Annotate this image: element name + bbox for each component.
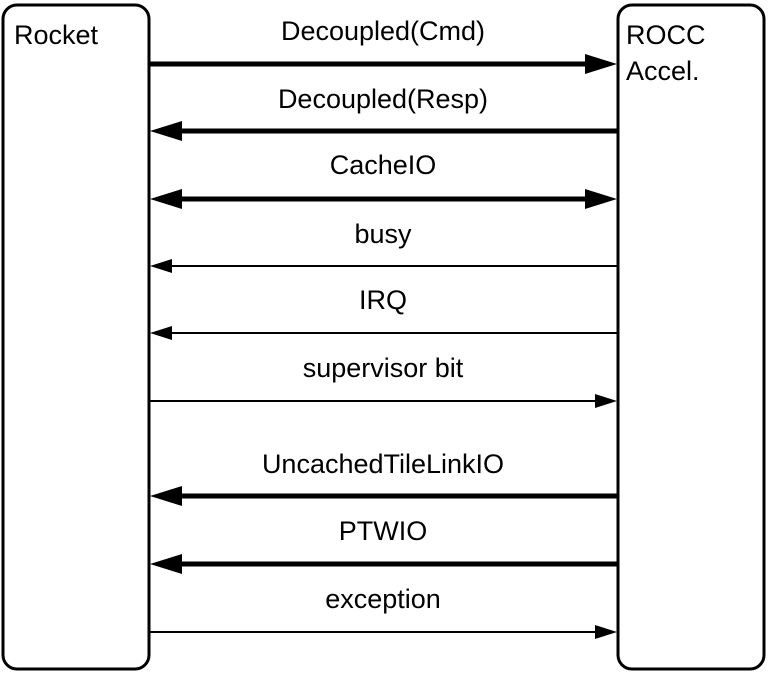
signal-label-ptwio: PTWIO xyxy=(338,516,428,546)
arrow-exception xyxy=(150,625,617,639)
signal-label-decoupled-resp: Decoupled(Resp) xyxy=(277,84,489,114)
signal-label-busy: busy xyxy=(354,219,412,249)
signal-label-supervisor-bit: supervisor bit xyxy=(302,353,464,383)
signal-label-uncachedtilelinkio: UncachedTileLinkIO xyxy=(261,449,505,479)
signal-label-decoupled-cmd: Decoupled(Cmd) xyxy=(280,16,486,46)
arrow-busy xyxy=(150,259,617,273)
rocc-label-line2: Accel. xyxy=(626,56,700,86)
arrow-ptwio xyxy=(150,554,617,574)
rocket-block xyxy=(1,3,151,671)
arrow-decoupled-cmd xyxy=(150,54,617,74)
rocc-label-line1: ROCC xyxy=(626,20,706,50)
rocket-label: Rocket xyxy=(14,20,99,50)
arrow-uncachedtilelinkio xyxy=(150,486,617,506)
signal-label-irq: IRQ xyxy=(358,285,407,315)
rocc-accel-block xyxy=(616,3,766,671)
arrow-supervisor-bit xyxy=(150,394,617,408)
arrow-irq xyxy=(150,326,617,340)
signal-label-cacheio: CacheIO xyxy=(329,150,437,180)
arrow-decoupled-resp xyxy=(150,121,617,141)
arrow-cacheio xyxy=(150,189,617,209)
signal-label-exception: exception xyxy=(325,584,441,614)
signal-arrows xyxy=(150,54,617,639)
